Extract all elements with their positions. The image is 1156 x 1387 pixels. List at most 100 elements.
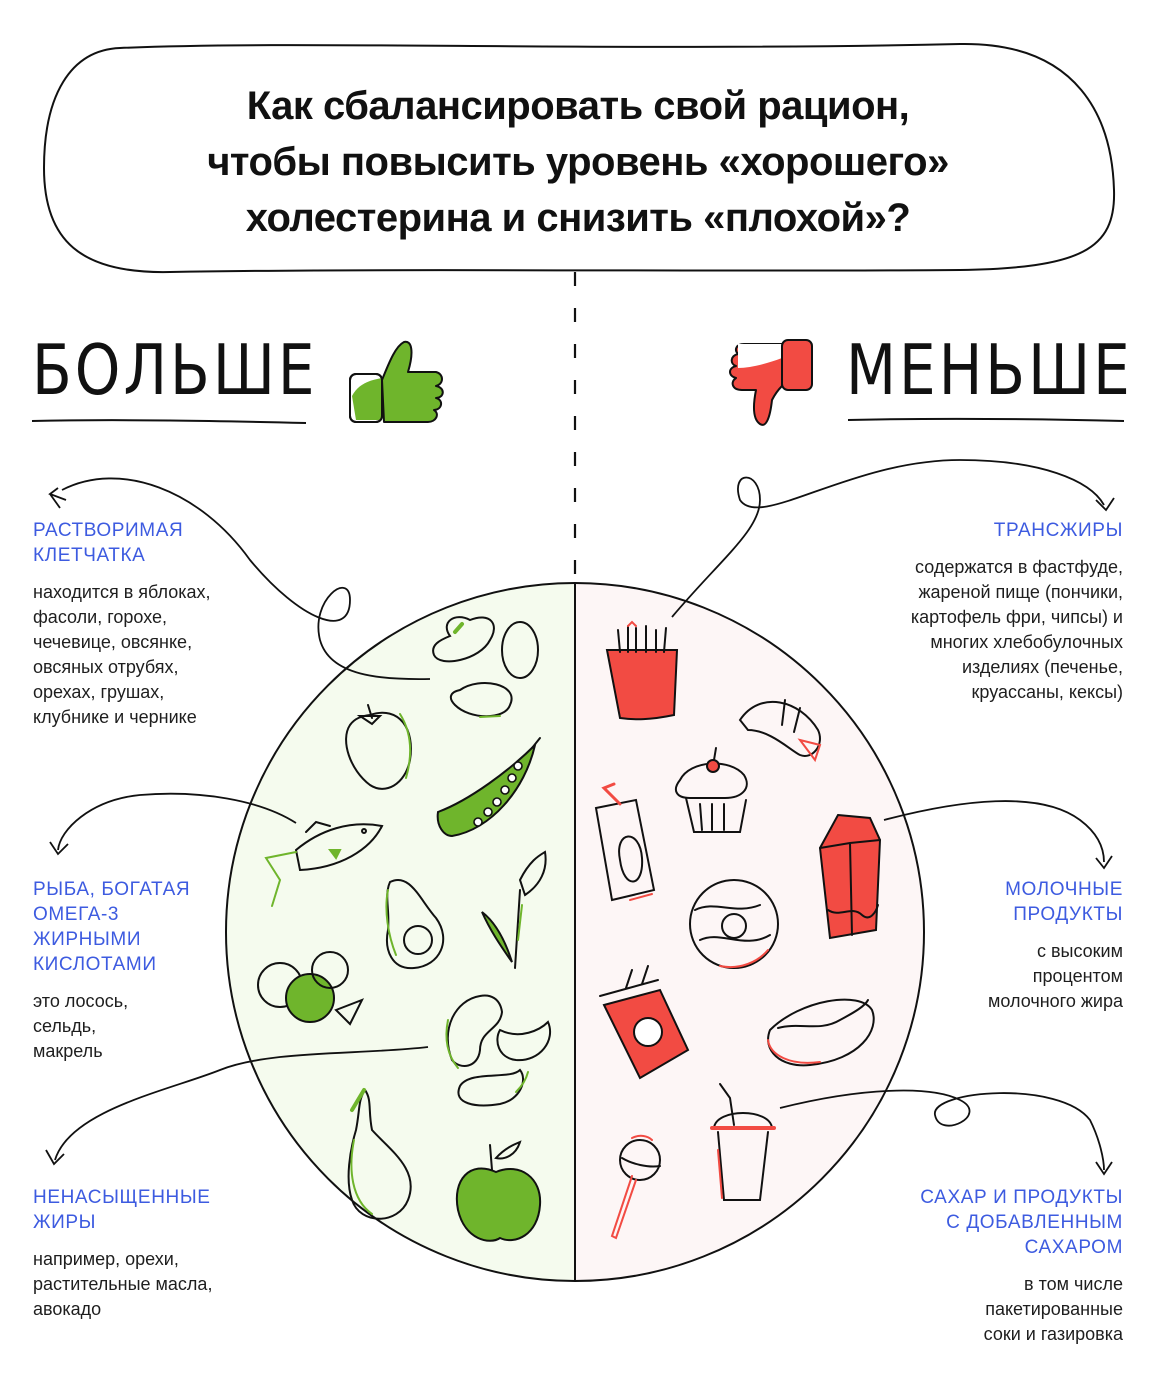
heading-line: МОЛОЧНЫЕ <box>1005 879 1123 900</box>
title-line: холестерина и снизить «плохой»? <box>245 196 911 240</box>
item-heading: МОЛОЧНЫЕ ПРОДУКТЫ <box>988 877 1123 927</box>
item-description: содержатся в фастфуде, жареной пище (пон… <box>911 555 1123 705</box>
heading-line: С ДОБАВЛЕННЫМ <box>946 1212 1123 1233</box>
heading-line: ЖИРЫ <box>33 1212 97 1233</box>
body-line: круассаны, кексы) <box>971 682 1123 702</box>
beans-icon <box>432 616 539 718</box>
heading-line: ПРОДУКТЫ <box>1013 904 1123 925</box>
body-line: орехах, грушах, <box>33 682 165 702</box>
french-fries-icon <box>605 620 679 721</box>
heading-line: НЕНАСЫЩЕННЫЕ <box>33 1187 211 1208</box>
item-heading: САХАР И ПРОДУКТЫ С ДОБАВЛЕННЫМ САХАРОМ <box>920 1185 1123 1260</box>
item-description: с высоким процентом молочного жира <box>988 939 1123 1014</box>
wheat-icon <box>481 850 547 969</box>
strawberry-icon <box>345 704 412 790</box>
fish-icon <box>264 820 384 907</box>
arrow-head <box>45 1149 65 1166</box>
body-line: жареной пище (пончики, <box>918 582 1123 602</box>
blueberries-icon <box>257 951 365 1026</box>
body-line: находится в яблоках, <box>33 582 211 602</box>
item-dairy: МОЛОЧНЫЕ ПРОДУКТЫ с высоким процентом мо… <box>988 877 1123 1014</box>
connector-fish <box>57 792 297 851</box>
connector-dairy <box>883 800 1105 863</box>
connector-trans <box>671 459 1105 618</box>
soda-cup-icon <box>710 1083 776 1201</box>
milk-carton-icon <box>818 813 882 940</box>
body-line: макрель <box>33 1041 103 1061</box>
body-line: с высоким <box>1036 941 1123 961</box>
pea-pod-icon <box>436 737 541 838</box>
item-sugar: САХАР И ПРОДУКТЫ С ДОБАВЛЕННЫМ САХАРОМ в… <box>920 1185 1123 1347</box>
arrow-head <box>1095 1161 1113 1176</box>
heading-line: ЖИРНЫМИ <box>33 929 142 950</box>
title-line: Как сбалансировать свой рацион, <box>246 84 910 128</box>
body-line: пакетированные <box>985 1299 1123 1319</box>
connector-sugar <box>779 1089 1105 1171</box>
item-heading: РАСТВОРИМАЯ КЛЕТЧАТКА <box>33 518 211 568</box>
heading-line: САХАР И ПРОДУКТЫ <box>920 1187 1123 1208</box>
less-label: МЕНЬШЕ <box>846 329 1133 411</box>
arrow-head <box>49 841 69 856</box>
juice-box-icon <box>594 782 656 902</box>
body-line: овсяных отрубях, <box>33 657 179 677</box>
heading-line: ОМЕГА-3 <box>33 904 120 925</box>
heading-line: ТРАНСЖИРЫ <box>993 520 1123 541</box>
heading-line: КЛЕТЧАТКА <box>33 545 146 566</box>
chips-bag-icon <box>599 965 690 1080</box>
body-line: авокадо <box>33 1299 102 1319</box>
heading-line: КИСЛОТАМИ <box>33 954 157 975</box>
more-label: БОЛЬШЕ <box>32 329 318 411</box>
more-underline <box>31 419 307 424</box>
pear-icon <box>347 1088 412 1220</box>
item-unsaturated-fats: НЕНАСЫЩЕННЫЕ ЖИРЫ например, орехи, расти… <box>33 1185 212 1322</box>
body-line: например, орехи, <box>33 1249 179 1269</box>
arrow-head <box>1095 497 1115 512</box>
arrow-head <box>48 487 67 509</box>
body-line: содержатся в фастфуде, <box>915 557 1123 577</box>
item-description: это лосось, сельдь, макрель <box>33 989 190 1064</box>
body-line: чечевице, овсянке, <box>33 632 193 652</box>
heading-line: РЫБА, БОГАТАЯ <box>33 879 191 900</box>
title-bubble <box>42 42 1116 274</box>
body-line: молочного жира <box>988 991 1123 1011</box>
body-line: процентом <box>1032 966 1123 986</box>
thumbs-up-icon <box>349 340 444 423</box>
more-half-circle <box>226 583 575 1281</box>
avocado-icon <box>385 879 445 970</box>
item-heading: РЫБА, БОГАТАЯ ОМЕГА-3 ЖИРНЫМИ КИСЛОТАМИ <box>33 877 190 977</box>
body-line: в том числе <box>1024 1274 1123 1294</box>
cupcake-icon <box>674 747 748 833</box>
item-heading: НЕНАСЫЩЕННЫЕ ЖИРЫ <box>33 1185 212 1235</box>
arrow-head <box>1095 855 1113 870</box>
apple-icon <box>455 1140 542 1242</box>
item-heading: ТРАНСЖИРЫ <box>911 518 1123 543</box>
body-line: клубнике и чернике <box>33 707 197 727</box>
donut-icon <box>689 879 779 969</box>
item-description: например, орехи, растительные масла, аво… <box>33 1247 212 1322</box>
less-half-circle <box>575 583 924 1281</box>
body-line: соки и газировка <box>983 1324 1123 1344</box>
hot-dog-icon <box>767 998 875 1067</box>
body-line: картофель фри, чипсы) и <box>910 607 1123 627</box>
item-description: в том числе пакетированные соки и газиро… <box>920 1272 1123 1347</box>
body-line: сельдь, <box>33 1016 97 1036</box>
body-line: изделиях (печенье, <box>961 657 1123 677</box>
body-line: многих хлебобулочных <box>930 632 1123 652</box>
item-trans-fats: ТРАНСЖИРЫ содержатся в фастфуде, жареной… <box>911 518 1123 705</box>
less-underline <box>847 417 1125 422</box>
connector-fiber <box>61 477 431 681</box>
heading-line: САХАРОМ <box>1024 1237 1123 1258</box>
body-line: это лосось, <box>33 991 129 1011</box>
item-soluble-fiber: РАСТВОРИМАЯ КЛЕТЧАТКА находится в яблока… <box>33 518 211 730</box>
croissant-icon <box>738 699 822 763</box>
cashews-icon <box>445 994 551 1107</box>
item-description: находится в яблоках, фасоли, горохе, чеч… <box>33 580 211 730</box>
page-title: Как сбалансировать свой рацион, чтобы по… <box>60 78 1096 246</box>
thumbs-down-icon <box>729 339 813 426</box>
connector-fats <box>54 1046 429 1161</box>
title-line: чтобы повысить уровень «хорошего» <box>207 140 949 184</box>
lollipop-icon <box>610 1134 661 1240</box>
heading-line: РАСТВОРИМАЯ <box>33 520 184 541</box>
item-omega3-fish: РЫБА, БОГАТАЯ ОМЕГА-3 ЖИРНЫМИ КИСЛОТАМИ … <box>33 877 190 1064</box>
